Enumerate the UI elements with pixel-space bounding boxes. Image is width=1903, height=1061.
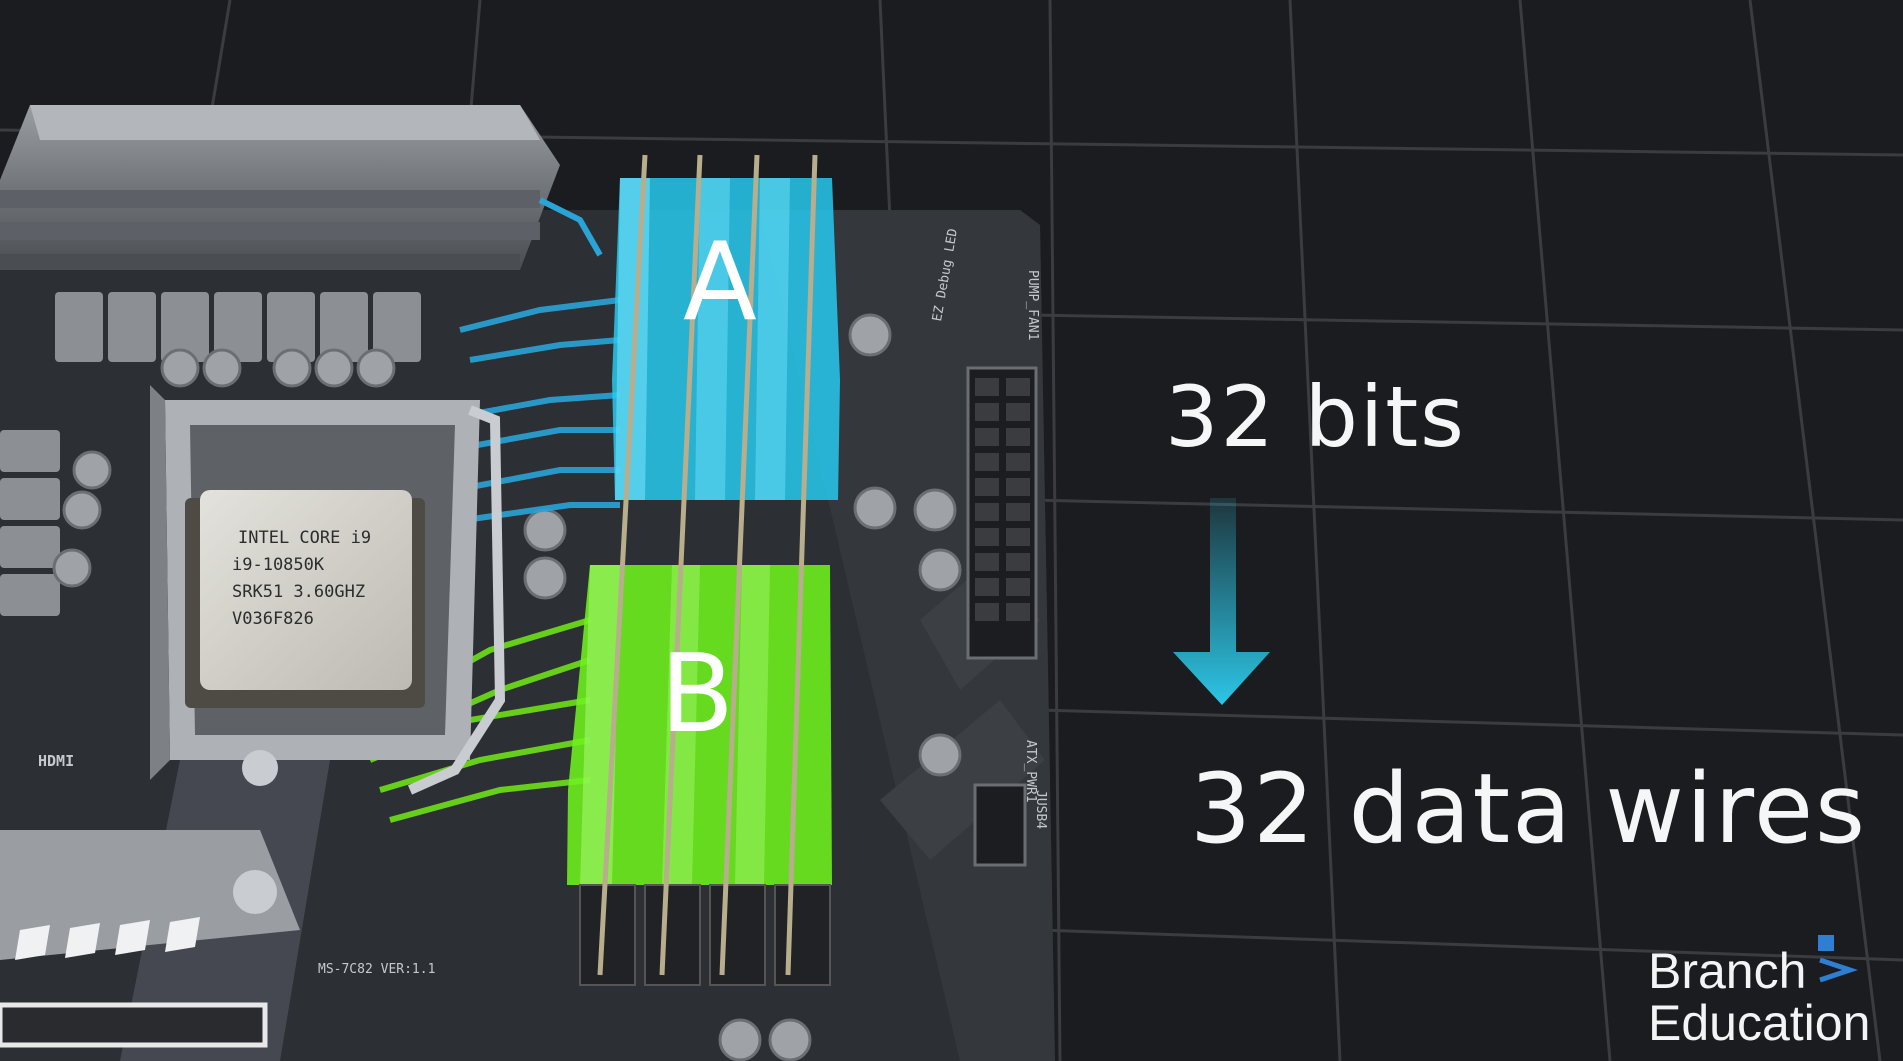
logo-line-2: Education bbox=[1648, 995, 1871, 1051]
cpu-chip bbox=[185, 490, 425, 708]
data-wires-caption: 32 data wires bbox=[1190, 753, 1868, 865]
board-model-label: MS-7C82 VER:1.1 bbox=[318, 962, 436, 977]
module-a-label: A bbox=[683, 220, 757, 345]
cpu-brand-text: INTEL CORE i9 bbox=[238, 528, 372, 548]
atx-power-connector bbox=[966, 366, 1038, 660]
logo-mark-icon bbox=[1818, 935, 1858, 983]
cpu-model-text: i9-10850K bbox=[232, 555, 325, 575]
logo-line-1: Branch bbox=[1648, 943, 1807, 999]
dimm-slots bbox=[579, 154, 831, 986]
usb-header bbox=[973, 783, 1027, 867]
traces-blue bbox=[439, 297, 621, 523]
io-cover bbox=[0, 830, 300, 1048]
usb-header-label: JUSB4 bbox=[1033, 790, 1048, 830]
down-arrow-icon bbox=[1173, 498, 1270, 705]
cpu-serial-text: V036F826 bbox=[232, 609, 314, 629]
chokes bbox=[0, 292, 421, 616]
cpu-speed-text: SRK51 3.60GHZ bbox=[232, 582, 366, 602]
capacitors bbox=[52, 313, 962, 1061]
branch-education-logo: Branch Education bbox=[1648, 945, 1870, 1049]
vrm-heatsink bbox=[0, 105, 603, 270]
pump-fan-label: PUMP_FAN1 bbox=[1025, 270, 1040, 341]
hdmi-label: HDMI bbox=[38, 752, 75, 770]
module-b-label: B bbox=[659, 632, 735, 757]
bits-caption: 32 bits bbox=[1165, 368, 1466, 466]
